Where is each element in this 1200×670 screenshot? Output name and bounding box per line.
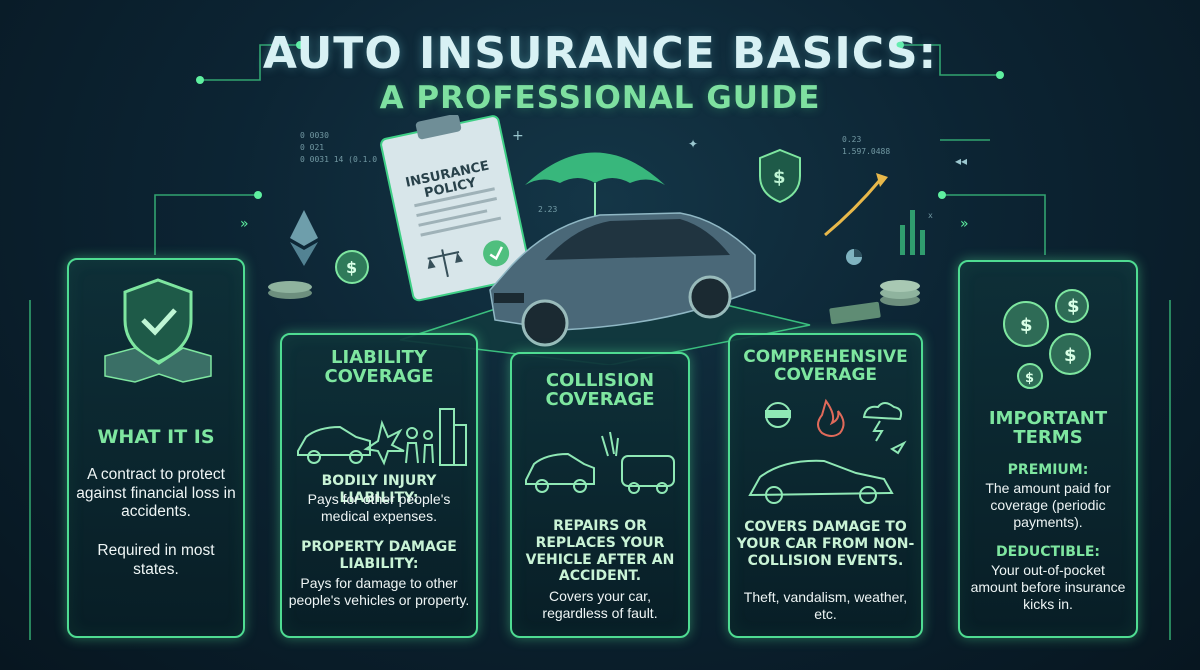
storm-icon (862, 402, 903, 442)
panel-what-it-is: WHAT IT IS A contract to protect against… (67, 258, 245, 638)
term-heading: DEDUCTIBLE: (996, 544, 1100, 560)
thief-icon (765, 402, 791, 428)
panel-heading: COMPREHENSIVE COVERAGE (743, 347, 908, 385)
pie-chart-icon (846, 249, 862, 265)
circuit-line (154, 194, 258, 255)
circuit-node (896, 41, 904, 49)
fire-icon (817, 398, 845, 437)
building-icon (439, 408, 467, 466)
term-heading: BODILY INJURY LIABILITY: (321, 473, 437, 506)
hero-illustration: $ $ (268, 115, 925, 365)
crash-icon (601, 431, 619, 457)
trend-arrow-icon (824, 179, 882, 237)
scales-icon (427, 249, 464, 278)
crash-icon (363, 419, 405, 466)
term-text: Pays for damage to other people's vehicl… (288, 575, 470, 608)
svg-text:+: + (512, 128, 524, 144)
panel-heading: COLLISION COVERAGE (545, 370, 655, 410)
svg-text:✦: ✦ (688, 137, 698, 151)
shield-dollar-icon: $ (759, 148, 801, 204)
circuit-line (942, 194, 1046, 255)
panel-liability-coverage: LIABILITY COVERAGE BODILY INJURY LIABILI… (280, 333, 478, 638)
liability-illustration (297, 408, 467, 466)
svg-text:1.597.0488: 1.597.0488 (842, 147, 890, 156)
people-icon (405, 427, 434, 464)
page-title: AUTO INSURANCE BASICS: (262, 28, 938, 79)
term-heading: PROPERTY DAMAGE LIABILITY: (301, 539, 457, 572)
svg-text:x: x (928, 211, 933, 220)
circuit-node (296, 41, 304, 49)
svg-text:$: $ (346, 258, 357, 277)
svg-text:$: $ (1064, 345, 1077, 366)
svg-text:$: $ (1020, 315, 1033, 336)
bird-icon (890, 440, 907, 455)
svg-text:◂◂: ◂◂ (955, 154, 967, 168)
bar-chart-icon (900, 210, 925, 255)
svg-text:$: $ (1025, 371, 1034, 386)
panel-lead: COVERS DAMAGE TO YOUR CAR FROM NON-COLLI… (736, 519, 915, 569)
svg-text:0.23: 0.23 (842, 135, 861, 144)
handshake-shield-icon (104, 278, 212, 383)
comprehensive-illustration (748, 398, 907, 504)
car-icon (489, 212, 756, 347)
circuit-node (254, 191, 262, 199)
car-icon (525, 452, 595, 485)
panel-important-terms: $ $ $ $ IMPORTANT TERMS PREMIUM: The amount… (958, 260, 1138, 638)
term-text: Your out-of-pocket amount before insuran… (970, 562, 1126, 612)
ethereum-icon (290, 210, 318, 266)
panel-text: Required in most states. (97, 542, 215, 578)
car-icon (621, 455, 675, 487)
term-text: The amount paid for coverage (periodic p… (985, 480, 1111, 530)
svg-text:0 0031 14 (0.1.0: 0 0031 14 (0.1.0 (300, 155, 377, 164)
car-icon (748, 459, 894, 497)
panel-heading: IMPORTANT TERMS (988, 408, 1108, 448)
svg-text:$: $ (773, 167, 786, 188)
svg-text:0 021: 0 021 (300, 143, 324, 152)
panel-text: Theft, vandalism, weather, etc. (743, 589, 908, 622)
svg-text:2.23: 2.23 (538, 205, 557, 214)
panel-lead: REPAIRS OR REPLACES YOUR VEHICLE AFTER A… (525, 518, 675, 585)
svg-text:»: » (960, 216, 969, 232)
panel-heading: WHAT IT IS (97, 426, 215, 448)
circuit-node (938, 191, 946, 199)
clipboard-icon (380, 115, 532, 302)
svg-text:$: $ (1067, 296, 1080, 317)
gears-dollar-icon: $ $ $ $ (1003, 289, 1091, 389)
circuit-line (200, 44, 300, 81)
term-heading: PREMIUM: (1007, 462, 1089, 478)
circuit-node (196, 76, 204, 84)
panel-text: A contract to protect against financial … (76, 466, 236, 521)
coin-stack-icon: $ (268, 250, 369, 299)
svg-text:0 0030: 0 0030 (300, 131, 329, 140)
panel-text: Covers your car, regardless of fault. (542, 588, 658, 621)
svg-text:»: » (240, 216, 249, 232)
panel-heading: LIABILITY COVERAGE (324, 347, 434, 387)
collision-illustration (525, 431, 675, 494)
panel-collision-coverage: COLLISION COVERAGE REPAIRS OR REPLACES Y… (510, 352, 690, 638)
circuit-node (996, 71, 1004, 79)
circuit-line (900, 44, 1000, 76)
page-subtitle: A PROFESSIONAL GUIDE (379, 80, 821, 116)
coin-stack-icon (829, 280, 920, 325)
panel-comprehensive-coverage: COMPREHENSIVE COVERAGE COVERS DAMAGE TO … (728, 333, 923, 638)
term-text: Pays for other people's medical expenses… (307, 491, 451, 524)
